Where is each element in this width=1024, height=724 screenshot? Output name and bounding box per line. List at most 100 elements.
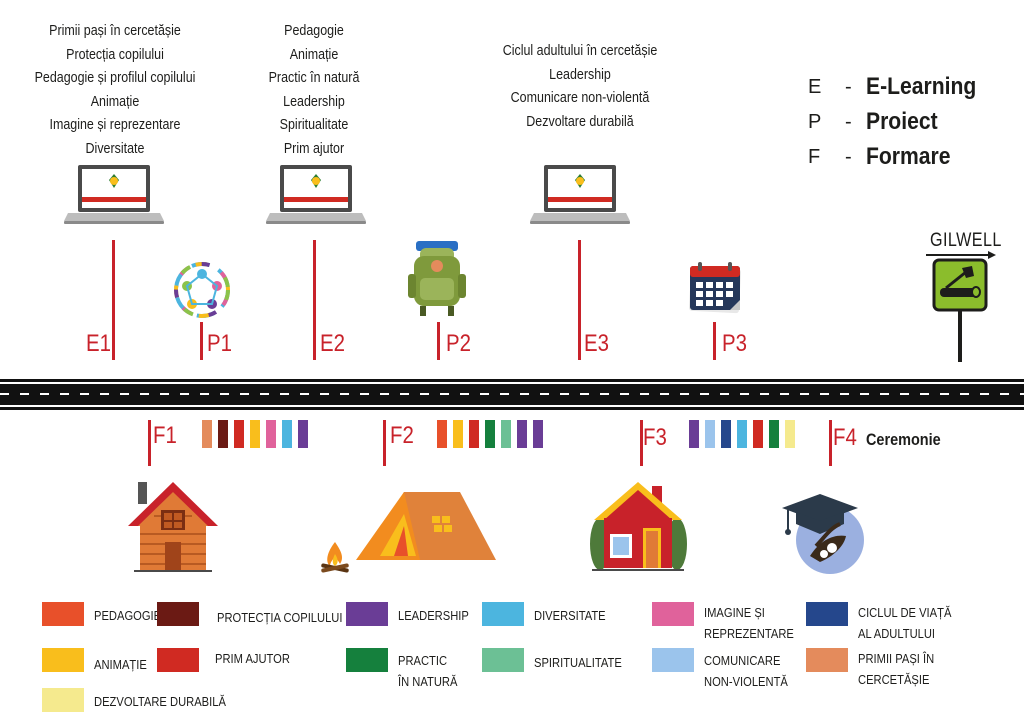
graduation-cap-icon (782, 494, 864, 574)
topic-swatch-leadership (298, 420, 308, 448)
topic-swatch-practic (769, 420, 779, 448)
campfire-icon (321, 542, 349, 573)
laptop-icon (266, 165, 366, 224)
e1-label-text: E1 (86, 330, 111, 357)
topic-item: Comunicare non-violentă (510, 90, 650, 106)
category-swatch (157, 602, 199, 626)
topic-item: Animație (90, 93, 140, 110)
e2-label: E2 (320, 330, 345, 358)
category-label: Diversitate (534, 608, 606, 623)
backpack-icon (408, 241, 466, 316)
topic-swatch-imagine (266, 420, 276, 448)
category-label: Dezvoltare durabilă (94, 694, 226, 709)
e3-label-text: E3 (584, 330, 609, 357)
legend-value: Formare (866, 143, 951, 170)
category-swatch (42, 688, 84, 712)
topic-swatch-leadership (517, 420, 527, 448)
category-swatch (482, 602, 524, 626)
topic-swatch-prim_ajutor (753, 420, 763, 448)
legend-dash: - (845, 111, 852, 133)
category-spiritualitate: Spiritualitate (482, 648, 636, 673)
e1-marker (112, 240, 115, 360)
f2-label-text: F2 (390, 422, 414, 449)
category-swatch (157, 648, 199, 672)
log-cabin-icon (128, 482, 218, 572)
f4-marker (829, 420, 832, 466)
topic-item: Protecția copilului (66, 46, 164, 63)
axe-log-sign-icon (932, 258, 988, 362)
topic-item: Diversitate (85, 140, 145, 157)
topic-item: Spiritualitate (279, 117, 349, 133)
f4-label-text: F4 (833, 424, 857, 451)
topic-swatch-practic (485, 420, 495, 448)
category-label: Leadership (398, 608, 469, 623)
p1-marker (200, 322, 203, 360)
topic-item: Ciclul adultului în cercetășie (502, 43, 658, 59)
topic-swatch-spiritualitate (501, 420, 511, 448)
topic-swatch-leadership (533, 420, 543, 448)
category-comunicare: Comunicare non-violentă (652, 648, 804, 692)
category-animatie: Animație (42, 648, 155, 675)
category-label: Practic în natură (398, 653, 458, 689)
topic-item: Primii pași în cercetășie (49, 23, 181, 39)
topic-swatch-ciclul (721, 420, 731, 448)
tent-icon (356, 492, 496, 560)
topic-item: Leadership (549, 66, 611, 83)
f3-topic-swatches (689, 420, 795, 448)
category-protectia: Protecția copilului (157, 602, 363, 628)
f3-marker (640, 420, 643, 466)
topic-swatch-animatie (250, 420, 260, 448)
topic-item: Dezvoltare durabilă (526, 113, 634, 130)
category-leadership: Leadership (346, 602, 480, 626)
legend-dash: - (845, 76, 852, 98)
f1-marker (148, 420, 151, 466)
calendar-icon (689, 262, 741, 314)
house-icon (590, 482, 687, 571)
topic-swatch-diversitate (282, 420, 292, 448)
e1-label: E1 (86, 330, 111, 358)
category-label: Prim ajutor (215, 651, 290, 666)
category-label: Spiritualitate (534, 655, 622, 670)
f2-marker (383, 420, 386, 466)
topic-item: Practic în natură (268, 70, 360, 86)
category-swatch (652, 602, 694, 626)
legend-key: P (808, 111, 822, 133)
topic-item: Pedagogie (284, 23, 344, 39)
category-imagine: Imagine și reprezentare (652, 602, 804, 644)
topic-item: Prim ajutor (283, 140, 345, 157)
f2-topic-swatches (437, 420, 543, 448)
topic-swatch-prim_ajutor (234, 420, 244, 448)
f1-label: F1 (153, 422, 177, 450)
topic-swatch-dezvoltare (785, 420, 795, 448)
topic-swatch-leadership (689, 420, 699, 448)
topic-item: Imagine și reprezentare (49, 117, 181, 133)
category-practic: Practic în natură (346, 648, 470, 692)
topic-swatch-prim_ajutor (469, 420, 479, 448)
topic-swatch-comunicare (705, 420, 715, 448)
category-prim-ajutor: Prim ajutor (157, 648, 302, 672)
category-dezvoltare: Dezvoltare durabilă (42, 688, 247, 712)
category-swatch (652, 648, 694, 672)
category-swatch (346, 648, 388, 672)
topic-item: Animație (289, 46, 339, 63)
ceremony-label: Ceremonie (866, 430, 941, 449)
category-swatch (806, 602, 848, 626)
category-label: Primii pași în cercetășie (858, 651, 935, 687)
topic-swatch-animatie (453, 420, 463, 448)
road (0, 379, 1024, 410)
topic-swatch-protectia (218, 420, 228, 448)
category-swatch (482, 648, 524, 672)
topic-swatch-pedagogie (437, 420, 447, 448)
arrow-right-icon (926, 251, 996, 259)
network-wheel-icon (174, 262, 230, 318)
legend-value: E-Learning (866, 73, 977, 100)
category-pedagogie: Pedagogie (42, 602, 172, 626)
gilwell-label: GILWELL (930, 230, 1002, 251)
e2-label-text: E2 (320, 330, 345, 357)
category-swatch (42, 648, 84, 672)
legend-key: F (808, 146, 821, 168)
laptop-icon (64, 165, 164, 224)
e3-marker (578, 240, 581, 360)
